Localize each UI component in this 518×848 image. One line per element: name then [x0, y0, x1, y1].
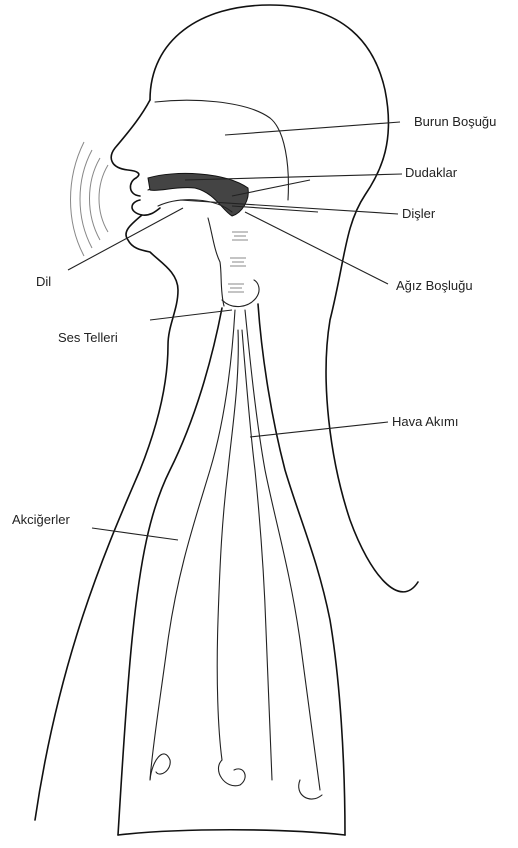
lower-lip [132, 200, 160, 215]
leader-akcigerler [92, 528, 178, 540]
label-agiz-bosugu: Ağız Boşluğu [396, 278, 473, 293]
bronchi-left [150, 310, 235, 780]
lung-curl-1 [150, 754, 170, 780]
upper-lip [130, 178, 140, 196]
label-ses-telleri: Ses Telleri [58, 330, 118, 345]
lungs-bottom [118, 830, 345, 835]
trachea-left [118, 308, 222, 835]
sound-wave-1 [99, 165, 108, 232]
sound-wave-4 [71, 142, 85, 256]
vibration-marks [228, 232, 248, 292]
label-hava-akimi: Hava Akımı [392, 414, 458, 429]
leader-burun-bosugu [225, 122, 400, 135]
bronchi-right [245, 310, 320, 790]
lung-curl-2 [218, 760, 245, 786]
bronchi-center-l [217, 330, 238, 760]
leader-disler-2 [232, 206, 318, 212]
label-dudaklar: Dudaklar [405, 165, 458, 180]
label-burun-bosugu: Burun Boşuğu [414, 114, 496, 129]
label-akcigerler: Akciğerler [12, 512, 70, 527]
nose-outline [111, 100, 150, 178]
leader-agiz-bosugu [245, 212, 388, 284]
bronchi-center-r [242, 330, 272, 780]
leader-dil [68, 208, 183, 270]
sound-wave-3 [80, 150, 92, 248]
pharynx-outline [208, 218, 224, 306]
label-disler: Dişler [402, 206, 436, 221]
leader-disler-1 [180, 200, 398, 214]
leader-hava-akimi [250, 422, 388, 437]
sound-wave-2 [90, 158, 101, 240]
head-outline [150, 5, 418, 592]
label-dil: Dil [36, 274, 51, 289]
